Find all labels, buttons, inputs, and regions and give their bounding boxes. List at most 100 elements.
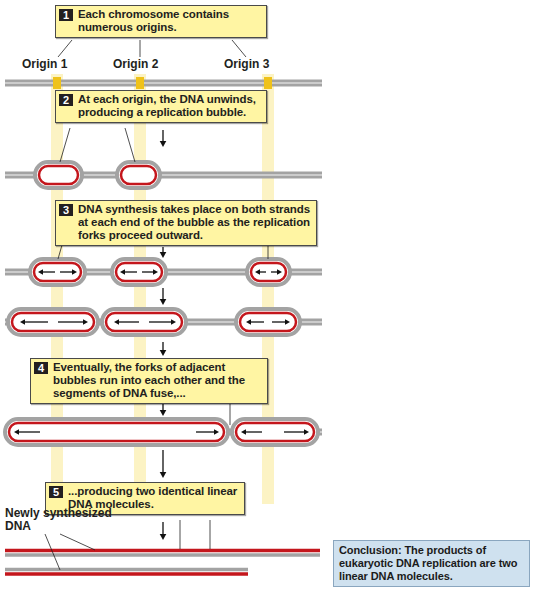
arrow-shaft bbox=[284, 431, 304, 432]
leader-line bbox=[60, 128, 70, 162]
leader-line bbox=[210, 520, 211, 549]
parental-strands bbox=[30, 259, 85, 285]
leader-line bbox=[125, 128, 135, 162]
arrow-shaft bbox=[260, 271, 266, 272]
arrow-head bbox=[160, 472, 167, 478]
fork-arrow bbox=[142, 269, 158, 275]
origin-label: Origin 2 bbox=[113, 58, 183, 71]
arrow-shaft bbox=[162, 342, 163, 350]
origin-markers bbox=[53, 77, 272, 89]
arrow-head bbox=[20, 319, 25, 325]
arrow-head bbox=[14, 429, 19, 435]
leader-line bbox=[232, 40, 246, 57]
arrow-head bbox=[153, 269, 158, 275]
parental-strands bbox=[232, 419, 318, 445]
fork-arrow bbox=[60, 269, 77, 275]
fork-arrow bbox=[120, 269, 137, 275]
leader-lines bbox=[45, 40, 268, 570]
helix-gap bbox=[5, 82, 322, 83]
arrow-shaft bbox=[58, 321, 83, 322]
arrow-head bbox=[120, 269, 125, 275]
arrow-head bbox=[160, 410, 167, 416]
origin-marker bbox=[136, 77, 144, 89]
fork-arrow bbox=[255, 269, 266, 275]
leader-line bbox=[58, 245, 62, 259]
fork-arrow bbox=[58, 319, 88, 325]
conclusion-box: Conclusion: The products of eukaryotic D… bbox=[333, 540, 530, 587]
process-arrow bbox=[160, 450, 167, 478]
callout-number: 3 bbox=[59, 204, 73, 216]
arrow-head bbox=[277, 269, 282, 275]
dna-rows bbox=[5, 83, 322, 445]
fork-arrow bbox=[20, 319, 48, 325]
dna-row bbox=[5, 83, 322, 84]
process-arrow bbox=[160, 130, 167, 147]
replication-bubble bbox=[232, 419, 318, 445]
leader-line bbox=[60, 534, 95, 550]
arrow-shaft bbox=[162, 288, 163, 299]
process-arrows bbox=[160, 130, 167, 540]
arrow-shaft bbox=[271, 271, 277, 272]
parental-strand bbox=[5, 553, 320, 557]
new-strands bbox=[116, 263, 162, 281]
new-strands bbox=[236, 423, 314, 441]
parental-strands bbox=[35, 162, 82, 188]
step-box: 3DNA synthesis takes place on both stran… bbox=[55, 200, 317, 246]
arrow-shaft bbox=[162, 247, 163, 252]
new-strands bbox=[240, 313, 296, 331]
parental-strand bbox=[5, 568, 248, 572]
arrow-shaft bbox=[196, 431, 214, 432]
dna-label: Newly synthesized DNA bbox=[5, 507, 117, 533]
parental-strands bbox=[5, 419, 228, 445]
arrow-head bbox=[38, 269, 43, 275]
arrow-shaft bbox=[162, 130, 163, 141]
origin-label: Origin 1 bbox=[22, 58, 92, 71]
arrow-head bbox=[160, 141, 167, 147]
process-arrow bbox=[160, 247, 167, 258]
dna-row bbox=[5, 309, 322, 335]
origin-label: Origin 3 bbox=[224, 58, 294, 71]
dna-row bbox=[5, 259, 322, 285]
arrow-shaft bbox=[246, 431, 262, 432]
fork-arrow bbox=[114, 319, 139, 325]
origin-marker bbox=[264, 77, 272, 89]
fork-arrow bbox=[246, 319, 264, 325]
arrow-head bbox=[171, 319, 176, 325]
new-strand bbox=[5, 572, 248, 576]
arrow-head bbox=[72, 269, 77, 275]
arrow-head bbox=[255, 269, 260, 275]
product-molecules bbox=[5, 551, 320, 575]
parental-strands bbox=[102, 309, 186, 335]
dna-row bbox=[5, 162, 322, 188]
leader-line bbox=[140, 40, 141, 57]
arrow-head bbox=[160, 252, 167, 258]
step-box: 4Eventually, the forks of adjacent bubbl… bbox=[30, 358, 268, 404]
leader-line bbox=[180, 520, 181, 549]
leader-line bbox=[45, 534, 60, 570]
arrow-shaft bbox=[272, 321, 285, 322]
parental-strands bbox=[247, 259, 290, 285]
replication-bubble bbox=[117, 162, 160, 188]
arrow-shaft bbox=[119, 321, 139, 322]
arrow-head bbox=[285, 319, 290, 325]
arrow-shaft bbox=[19, 431, 40, 432]
replication-bubble bbox=[236, 309, 300, 335]
fork-arrow bbox=[241, 429, 262, 435]
fork-arrow bbox=[284, 429, 309, 435]
parental-strands bbox=[112, 259, 166, 285]
fork-arrow bbox=[271, 269, 282, 275]
arrow-shaft bbox=[162, 450, 163, 472]
leader-line bbox=[268, 245, 269, 259]
fork-arrow bbox=[196, 429, 219, 435]
parental-strands bbox=[236, 309, 300, 335]
fork-arrow bbox=[38, 269, 55, 275]
process-arrow bbox=[160, 342, 167, 356]
arrow-head bbox=[160, 299, 167, 305]
parental-strands bbox=[8, 309, 98, 335]
arrow-shaft bbox=[25, 321, 48, 322]
step-text: At each origin, the DNA unwinds, produci… bbox=[78, 93, 262, 119]
step-box: 1Each chromosome contains numerous origi… bbox=[55, 5, 267, 38]
new-strands bbox=[12, 313, 94, 331]
new-strands bbox=[251, 263, 286, 281]
step-text: Eventually, the forks of adjacent bubble… bbox=[53, 361, 263, 400]
